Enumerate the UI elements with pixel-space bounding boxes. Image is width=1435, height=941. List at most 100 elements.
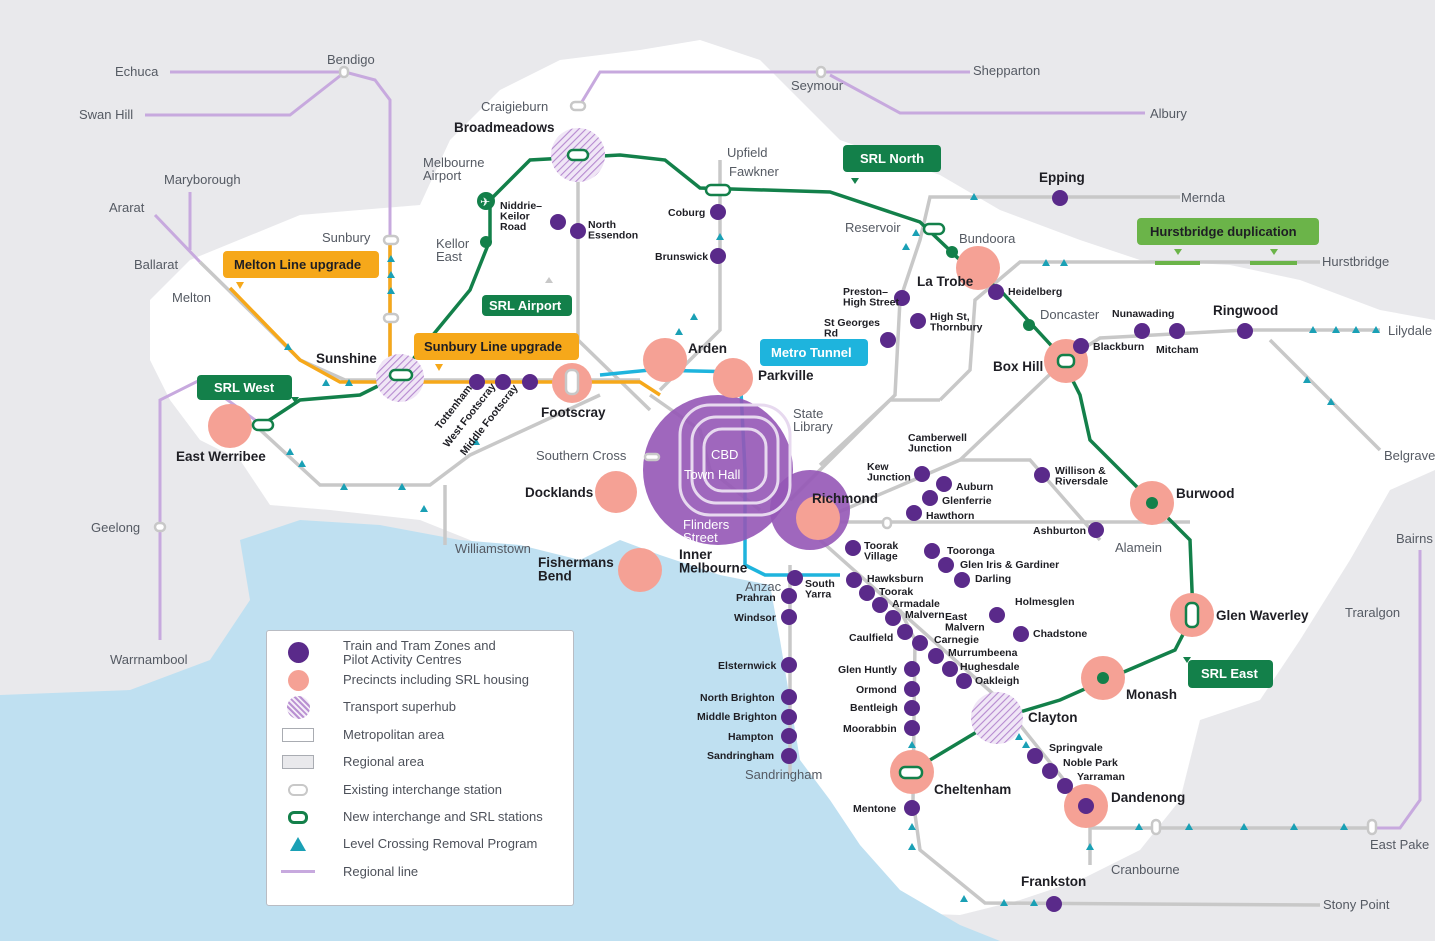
label-heidelberg: Heidelberg xyxy=(1008,286,1062,298)
legend-text: Regional line xyxy=(343,863,419,879)
label-hawksburn: Hawksburn xyxy=(867,573,924,585)
label-glenferrie: Glenferrie xyxy=(942,495,992,507)
label-anzac: Anzac xyxy=(745,579,782,594)
label-darling: Darling xyxy=(975,573,1011,585)
plane-glyph: ✈ xyxy=(480,195,490,209)
label-warrnambool: Warrnambool xyxy=(110,652,188,667)
label-caulfield: Caulfield xyxy=(849,632,893,644)
tag-metro-tunnel: Metro Tunnel xyxy=(771,345,852,360)
label-lilydale: Lilydale xyxy=(1388,323,1432,338)
regional-line-icon xyxy=(281,870,315,874)
label-bentleigh: Bentleigh xyxy=(850,702,898,714)
level-crossing-icon xyxy=(290,837,306,852)
label-traralgon: Traralgon xyxy=(1345,605,1400,620)
tag-sunbury-upgrade: Sunbury Line upgrade xyxy=(424,339,562,354)
legend-item-superhub: Transport superhub xyxy=(281,694,573,721)
precinct-icon xyxy=(287,669,309,691)
legend-item-metro-area: Metropolitan area xyxy=(281,721,573,748)
label-upfield: Upfield xyxy=(727,145,767,160)
label-maryborough: Maryborough xyxy=(164,172,241,187)
place-labels: Echuca Bendigo Swan Hill Craigieburn Bro… xyxy=(79,52,1435,912)
label-middle-brighton: Middle Brighton xyxy=(697,711,777,723)
label-stony-point: Stony Point xyxy=(1323,897,1390,912)
label-footscray: Footscray xyxy=(541,405,606,420)
label-cbd: CBD xyxy=(711,447,738,462)
label-arden: Arden xyxy=(688,341,727,356)
label-ararat: Ararat xyxy=(109,200,145,215)
label-town-hall: Town Hall xyxy=(684,467,740,482)
activity-centre-icon xyxy=(287,642,309,664)
label-willison: Willison &Riversdale xyxy=(1055,465,1108,488)
legend-item-regional-line: Regional line xyxy=(281,858,573,885)
label-hughesdale: Hughesdale xyxy=(960,661,1020,673)
new-interchange-icon xyxy=(288,810,308,824)
label-melton: Melton xyxy=(172,290,211,305)
label-windsor: Windsor xyxy=(734,612,776,624)
interchanges xyxy=(153,65,1378,836)
label-carnegie: Carnegie xyxy=(934,634,979,646)
tag-melton-upgrade: Melton Line upgrade xyxy=(234,257,361,272)
label-sandringham: Sandringham xyxy=(745,767,822,782)
tag-hurstbridge-duplication: Hurstbridge duplication xyxy=(1150,224,1297,239)
label-east-pakenham: East Pake xyxy=(1370,837,1429,852)
label-mentone: Mentone xyxy=(853,803,896,815)
label-coburg: Coburg xyxy=(668,207,705,219)
label-parkville: Parkville xyxy=(758,368,814,383)
label-ballarat: Ballarat xyxy=(134,257,178,272)
label-east-werribee: East Werribee xyxy=(176,449,266,464)
label-toorak: Toorak xyxy=(879,586,913,598)
tag-srl-airport: SRL Airport xyxy=(489,298,562,313)
legend-text: Metropolitan area xyxy=(343,726,445,742)
legend-item-precinct: Precincts including SRL housing xyxy=(281,666,573,693)
label-north-brighton: North Brighton xyxy=(700,692,775,704)
srl-lines xyxy=(261,153,1195,774)
level-crossings xyxy=(284,193,1380,906)
label-bundoora: Bundoora xyxy=(959,231,1016,246)
label-mitcham: Mitcham xyxy=(1156,344,1199,356)
label-high-st: High St,Thornbury xyxy=(930,311,983,334)
metro-area-icon xyxy=(282,727,314,742)
label-reservoir: Reservoir xyxy=(845,220,901,235)
label-ormond: Ormond xyxy=(856,684,897,696)
label-richmond: Richmond xyxy=(812,491,878,506)
label-cranbourne: Cranbourne xyxy=(1111,862,1180,877)
legend-text: Precincts including SRL housing xyxy=(343,672,529,688)
interchange-icon xyxy=(288,783,308,796)
project-tags: SRL North SRL Airport SRL West SRL East … xyxy=(197,145,1319,688)
label-dandenong: Dandenong xyxy=(1111,790,1185,805)
label-williamstown: Williamstown xyxy=(455,541,531,556)
label-doncaster: Doncaster xyxy=(1040,307,1100,322)
label-hurstbridge: Hurstbridge xyxy=(1322,254,1389,269)
label-monash: Monash xyxy=(1126,687,1177,702)
label-ashburton: Ashburton xyxy=(1033,525,1086,537)
label-holmesglen: Holmesglen xyxy=(1015,596,1075,608)
label-shepparton: Shepparton xyxy=(973,63,1040,78)
label-la-trobe: La Trobe xyxy=(917,274,974,289)
label-auburn: Auburn xyxy=(956,481,993,493)
legend-text: Regional area xyxy=(343,754,424,770)
label-chadstone: Chadstone xyxy=(1033,628,1087,640)
legend-item-regional-area: Regional area xyxy=(281,749,573,776)
legend-item-activity-centre: Train and Tram Zones and Pilot Activity … xyxy=(281,638,573,666)
tag-srl-north: SRL North xyxy=(860,151,924,166)
label-fawkner: Fawkner xyxy=(729,164,780,179)
label-mernda: Mernda xyxy=(1181,190,1226,205)
label-sunshine: Sunshine xyxy=(316,351,377,366)
label-frankston: Frankston xyxy=(1021,874,1086,889)
label-malvern: Malvern xyxy=(905,609,945,621)
label-albury: Albury xyxy=(1150,106,1187,121)
legend-item-level-crossing: Level Crossing Removal Program xyxy=(281,831,573,858)
